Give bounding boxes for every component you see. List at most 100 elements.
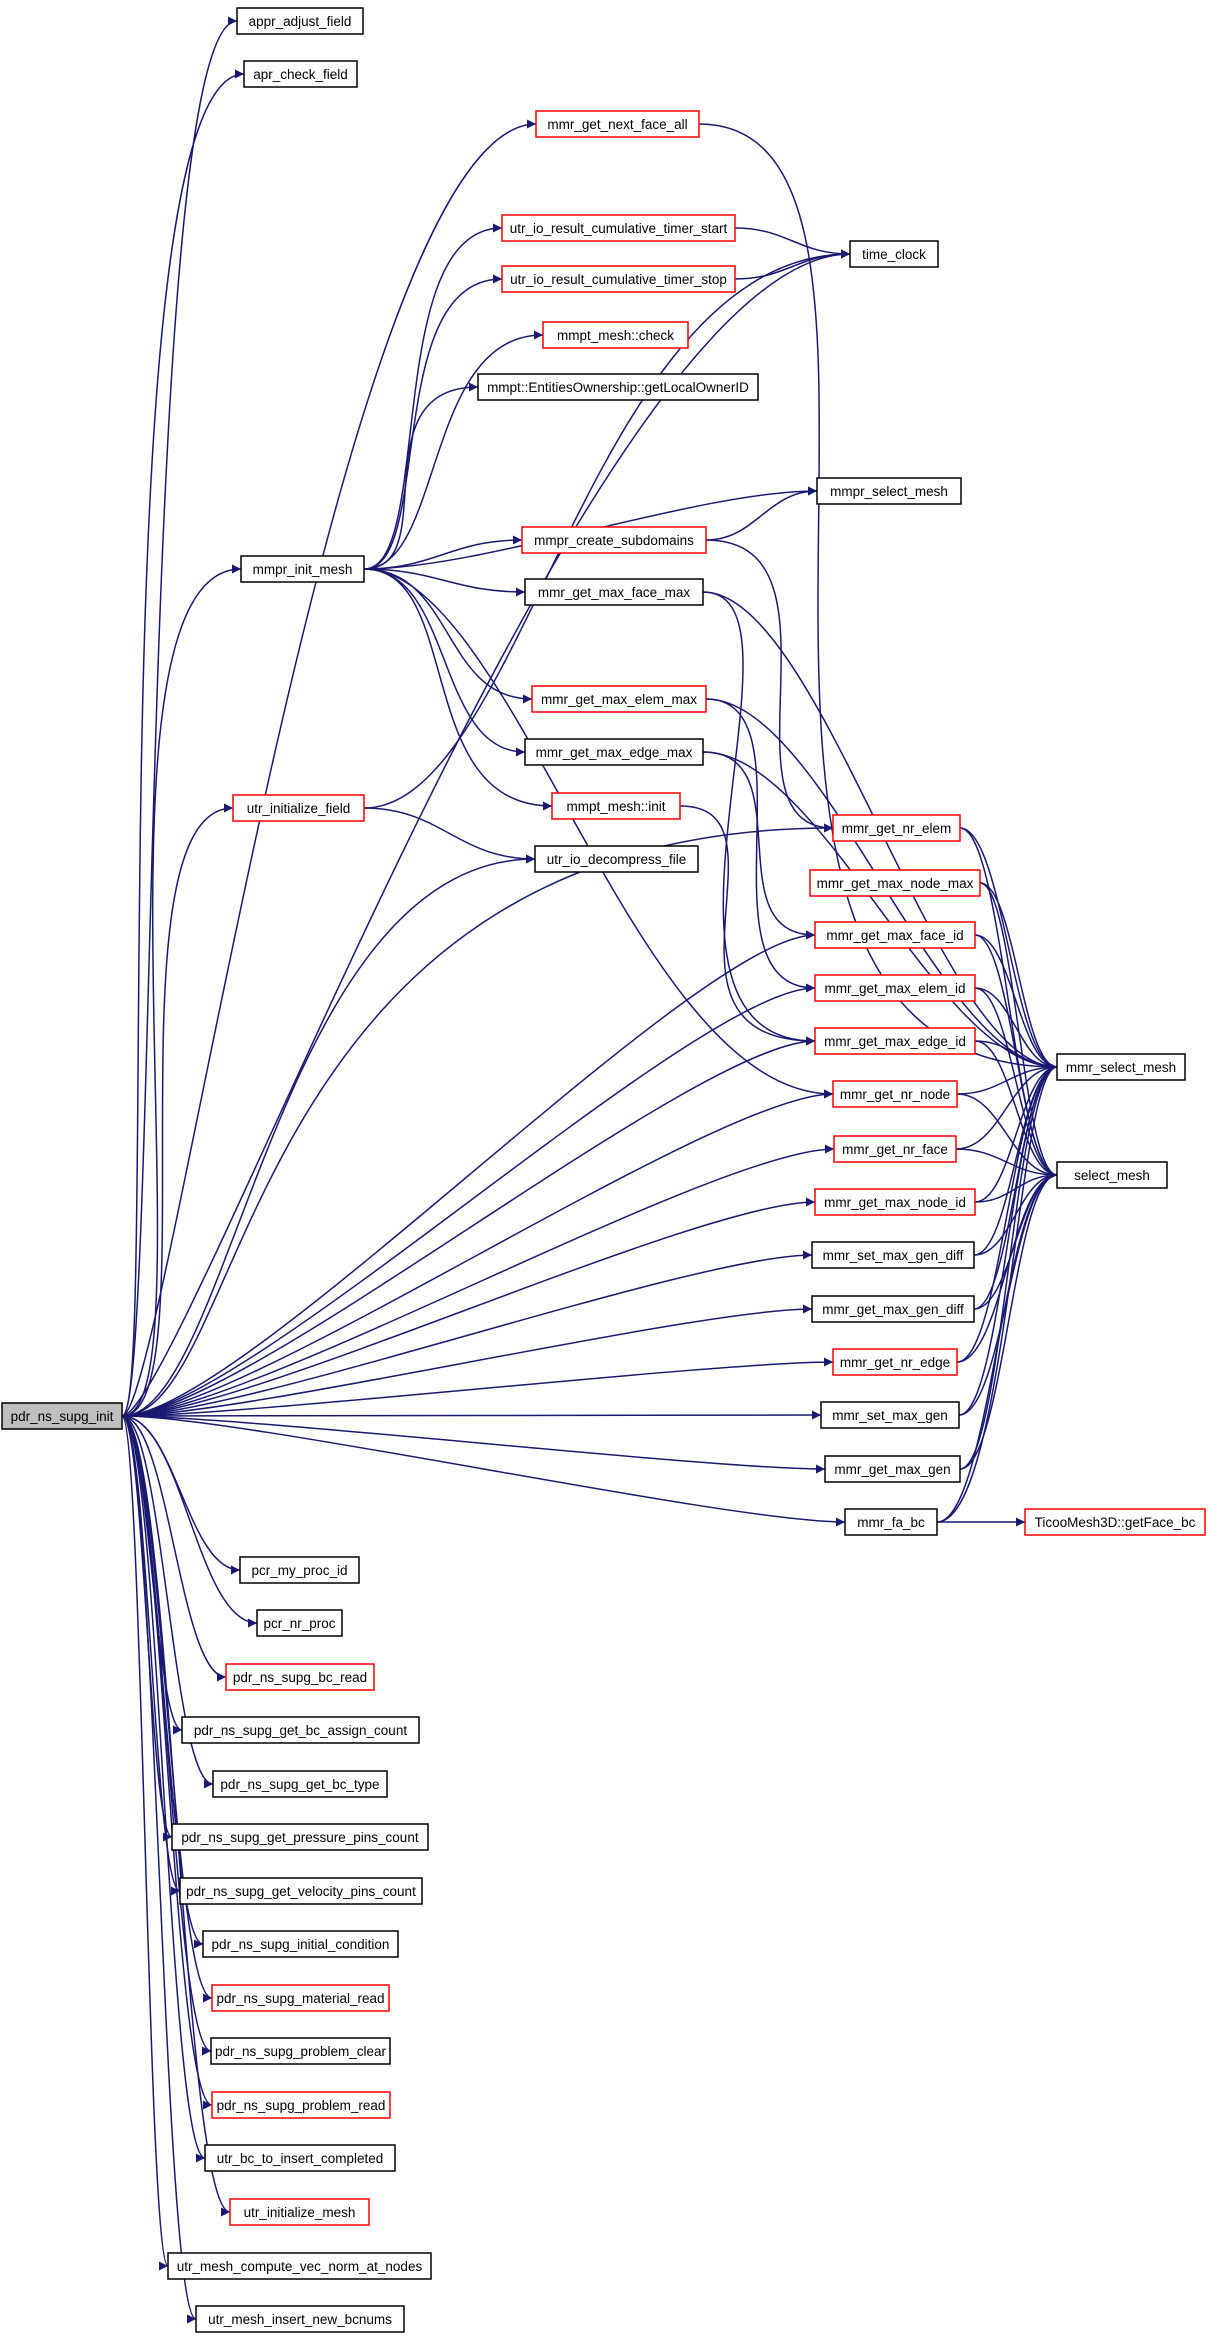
edge-mmr_get_next_face_all-to-mmr_select_mesh: [698, 123, 1058, 1072]
node-utr_mesh_compute_vec_norm_at_nodes[interactable]: utr_mesh_compute_vec_norm_at_nodes: [167, 2252, 432, 2280]
edge-root-to-mmpr_init_mesh: [121, 564, 242, 1417]
edge-utr_initialize_field-to-utr_io_decompress_file: [363, 807, 536, 864]
edge-root-to-pdr_ns_supg_problem_read: [121, 1415, 213, 2110]
edge-mmr_get_max_gen_diff-to-mmr_select_mesh: [973, 1062, 1058, 1310]
node-box: [202, 1930, 399, 1958]
node-mmr_set_max_gen[interactable]: mmr_set_max_gen: [820, 1401, 960, 1429]
node-utr_io_decompress_file[interactable]: utr_io_decompress_file: [534, 845, 699, 873]
node-root[interactable]: pdr_ns_supg_init: [1, 1402, 123, 1430]
node-mmr_get_max_face_max[interactable]: mmr_get_max_face_max: [524, 578, 704, 606]
edge-root-to-mmr_get_nr_node: [121, 1089, 834, 1417]
node-mmr_get_nr_node[interactable]: mmr_get_nr_node: [832, 1080, 958, 1108]
node-pdr_ns_supg_get_bc_type[interactable]: pdr_ns_supg_get_bc_type: [212, 1770, 388, 1798]
edge-mmpr_init_mesh-to-mmpr_create_subdomains: [363, 535, 523, 570]
edge-root-to-utr_mesh_compute_vec_norm_at_nodes: [121, 1415, 169, 2271]
node-utr_mesh_insert_new_bcnums[interactable]: utr_mesh_insert_new_bcnums: [195, 2305, 405, 2333]
node-label: pcr_my_proc_id: [251, 1563, 347, 1578]
node-mmpr_create_subdomains[interactable]: mmpr_create_subdomains: [521, 526, 707, 554]
node-mmr_get_next_face_all[interactable]: mmr_get_next_face_all: [535, 110, 700, 138]
node-mmr_get_max_node_id[interactable]: mmr_get_max_node_id: [814, 1188, 976, 1216]
node-getFace_bc[interactable]: TicooMesh3D::getFace_bc: [1024, 1508, 1206, 1536]
node-pdr_ns_supg_bc_read[interactable]: pdr_ns_supg_bc_read: [225, 1663, 375, 1691]
node-pcr_nr_proc[interactable]: pcr_nr_proc: [256, 1609, 343, 1637]
node-label: time_clock: [862, 247, 926, 262]
node-utr_bc_to_insert_completed[interactable]: utr_bc_to_insert_completed: [204, 2144, 396, 2172]
edge-root-to-pcr_my_proc_id: [121, 1415, 241, 1575]
node-utr_io_result_cumulative_timer_stop[interactable]: utr_io_result_cumulative_timer_stop: [501, 265, 736, 293]
node-mmpr_select_mesh[interactable]: mmpr_select_mesh: [816, 477, 962, 505]
node-box: [167, 2252, 432, 2280]
node-pdr_ns_supg_material_read[interactable]: pdr_ns_supg_material_read: [211, 1984, 390, 2012]
edge-root-to-pcr_nr_proc: [121, 1415, 258, 1628]
node-box: [833, 1135, 957, 1163]
node-label: pdr_ns_supg_get_pressure_pins_count: [181, 1830, 418, 1845]
node-pcr_my_proc_id[interactable]: pcr_my_proc_id: [239, 1556, 360, 1584]
edge-root-to-mmr_get_max_edge_id: [121, 1036, 816, 1417]
node-box: [232, 794, 365, 822]
node-mmpt_mesh_init[interactable]: mmpt_mesh::init: [551, 792, 681, 820]
edge-mmpr_init_mesh-to-mmr_get_max_elem_max: [363, 568, 533, 704]
node-mmr_fa_bc[interactable]: mmr_fa_bc: [844, 1508, 938, 1536]
node-pdr_ns_supg_problem_clear[interactable]: pdr_ns_supg_problem_clear: [210, 2037, 391, 2065]
node-pdr_ns_supg_initial_condition[interactable]: pdr_ns_supg_initial_condition: [202, 1930, 399, 1958]
node-pdr_ns_supg_get_velocity_pins_count[interactable]: pdr_ns_supg_get_velocity_pins_count: [179, 1877, 423, 1905]
node-mmr_get_max_face_id[interactable]: mmr_get_max_face_id: [814, 921, 976, 949]
node-pdr_ns_supg_problem_read[interactable]: pdr_ns_supg_problem_read: [211, 2091, 391, 2119]
node-label: mmr_get_next_face_all: [547, 117, 687, 132]
edge-root-to-appr_adjust_field: [121, 16, 238, 1417]
node-label: utr_mesh_compute_vec_norm_at_nodes: [177, 2259, 423, 2274]
node-box: [211, 1984, 390, 2012]
node-utr_io_result_cumulative_timer_start[interactable]: utr_io_result_cumulative_timer_start: [501, 214, 736, 242]
node-mmr_get_max_edge_id[interactable]: mmr_get_max_edge_id: [814, 1027, 976, 1055]
node-select_mesh[interactable]: select_mesh: [1056, 1161, 1168, 1189]
node-box: [832, 814, 961, 842]
node-label: TicooMesh3D::getFace_bc: [1035, 1515, 1196, 1530]
node-mmr_set_max_gen_diff[interactable]: mmr_set_max_gen_diff: [811, 1241, 975, 1269]
node-utr_initialize_mesh[interactable]: utr_initialize_mesh: [229, 2198, 370, 2226]
node-getLocalOwnerID[interactable]: mmpt::EntitiesOwnership::getLocalOwnerID: [477, 373, 759, 401]
node-box: [811, 1241, 975, 1269]
node-pdr_ns_supg_get_bc_assign_count[interactable]: pdr_ns_supg_get_bc_assign_count: [181, 1716, 420, 1744]
node-mmr_get_max_node_max[interactable]: mmr_get_max_node_max: [809, 869, 981, 897]
node-mmr_get_max_elem_max[interactable]: mmr_get_max_elem_max: [531, 685, 707, 713]
edge-mmpr_init_mesh-to-mmr_get_nr_node: [363, 568, 834, 1099]
node-mmpr_init_mesh[interactable]: mmpr_init_mesh: [240, 555, 365, 583]
node-apr_check_field[interactable]: apr_check_field: [243, 60, 358, 88]
node-mmr_get_nr_edge[interactable]: mmr_get_nr_edge: [832, 1348, 958, 1376]
node-mmr_get_max_gen_diff[interactable]: mmr_get_max_gen_diff: [811, 1295, 975, 1323]
node-box: [239, 1556, 360, 1584]
node-mmr_get_max_gen[interactable]: mmr_get_max_gen: [824, 1455, 961, 1483]
edge-root-to-mmr_get_max_elem_id: [121, 983, 816, 1417]
node-label: mmr_get_max_face_max: [538, 585, 691, 600]
edge-root-to-apr_check_field: [121, 69, 245, 1417]
node-mmr_get_max_elem_id[interactable]: mmr_get_max_elem_id: [814, 974, 976, 1002]
node-label: utr_mesh_insert_new_bcnums: [208, 2312, 392, 2327]
edge-mmpr_init_mesh-to-utr_io_result_cumulative_timer_start: [363, 223, 503, 570]
edge-mmr_get_max_node_max-to-select_mesh: [979, 882, 1058, 1180]
node-mmr_get_max_edge_max[interactable]: mmr_get_max_edge_max: [524, 738, 704, 766]
node-box: [212, 1770, 388, 1798]
node-utr_initialize_field[interactable]: utr_initialize_field: [232, 794, 365, 822]
node-appr_adjust_field[interactable]: appr_adjust_field: [236, 7, 364, 35]
edge-root-to-utr_io_decompress_file: [121, 854, 536, 1417]
node-time_clock[interactable]: time_clock: [849, 240, 939, 268]
node-mmr_select_mesh[interactable]: mmr_select_mesh: [1056, 1053, 1186, 1081]
node-pdr_ns_supg_get_pressure_pins_count[interactable]: pdr_ns_supg_get_pressure_pins_count: [171, 1823, 429, 1851]
node-label: mmpr_init_mesh: [253, 562, 353, 577]
edge-root-to-time_clock: [121, 249, 851, 1417]
edge-utr_io_result_cumulative_timer_stop-to-time_clock: [734, 249, 851, 280]
node-box: [820, 1401, 960, 1429]
edge-mmpr_init_mesh-to-utr_io_result_cumulative_timer_stop: [363, 274, 503, 570]
node-label: mmpr_select_mesh: [830, 484, 948, 499]
node-box: [501, 214, 736, 242]
edge-root-to-mmr_get_max_face_id: [121, 930, 816, 1417]
node-mmr_get_nr_face[interactable]: mmr_get_nr_face: [833, 1135, 957, 1163]
edge-mmr_get_max_elem_id-to-select_mesh: [974, 987, 1058, 1180]
node-mmpt_mesh_check[interactable]: mmpt_mesh::check: [542, 321, 689, 349]
edge-mmr_get_max_edge_id-to-select_mesh: [974, 1040, 1058, 1180]
node-label: utr_io_result_cumulative_timer_stop: [510, 272, 727, 287]
node-box: [210, 2037, 391, 2065]
edge-mmpr_create_subdomains-to-mmr_get_nr_elem: [705, 539, 834, 833]
node-mmr_get_nr_elem[interactable]: mmr_get_nr_elem: [832, 814, 961, 842]
